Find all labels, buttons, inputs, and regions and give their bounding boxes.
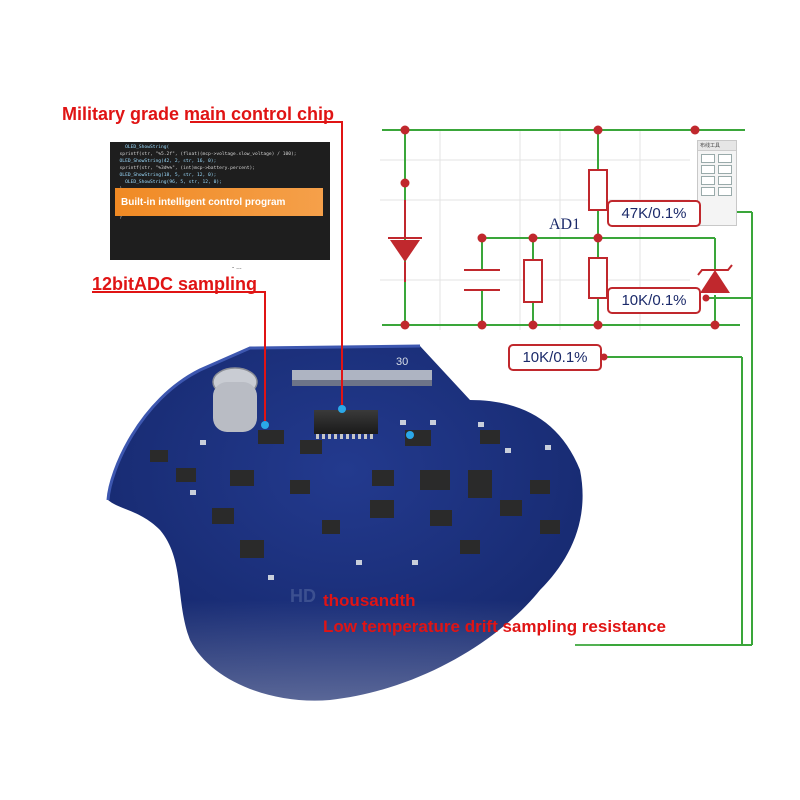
leader-lines (92, 121, 343, 421)
code-line: OLED_ShowString(42, 2, str, 16, 0); (114, 159, 217, 164)
callout-main-control-chip: Military grade main control chip (62, 104, 335, 124)
callout-resistor-line1: thousandth (323, 591, 416, 610)
silkscreen-number: 30 (396, 356, 409, 368)
schematic-junctions (400, 125, 720, 361)
adc-pad-marker (261, 421, 269, 429)
code-line: } (114, 215, 123, 220)
code-line: sprintf(str, "%5.2f", (float)(mcp->volta… (114, 152, 297, 157)
resistor-value-47k: 47K/0.1% (607, 200, 701, 227)
code-line: sprintf(str, "%3d%%", (int)mcp->battery.… (114, 166, 256, 171)
callout-resistor-line2: Low temperature drift sampling resistanc… (323, 617, 666, 636)
tool-palette[interactable]: 布线工具 (697, 140, 737, 226)
power-tool-icon[interactable] (718, 165, 732, 174)
code-banner: Built-in intelligent control program (115, 188, 323, 216)
resistor-pad-marker (406, 431, 414, 439)
junction-tool-icon[interactable] (701, 176, 715, 185)
main-control-chip (314, 410, 378, 439)
resistor-value-10k-lower: 10K/0.1% (508, 344, 602, 371)
schematic-capacitor (464, 269, 500, 291)
code-footer: - ... (232, 264, 242, 271)
bus-tool-icon[interactable] (718, 154, 732, 163)
pcb-board (100, 344, 600, 720)
resistor-value-10k-upper: 10K/0.1% (607, 287, 701, 314)
code-line: OLED_ShowString(18, 5, str, 12, 0); (114, 173, 217, 178)
silkscreen-logo: HD (290, 586, 316, 606)
schematic-diodes (388, 200, 733, 293)
net-label-ad1: AD1 (549, 216, 581, 233)
schematic-resistors (523, 169, 608, 303)
wire-tool-icon[interactable] (701, 154, 715, 163)
callout-adc-sampling: 12bitADC sampling (92, 274, 258, 294)
net-label-tool-icon[interactable] (701, 165, 715, 174)
chip-pad-marker (338, 405, 346, 413)
schematic (380, 125, 753, 646)
shape-tool-icon[interactable] (718, 187, 732, 196)
code-line: OLED_ShowString( (114, 145, 170, 150)
code-line: OLED_ShowString(96, 5, str, 12, 0); (114, 180, 222, 185)
port-tool-icon[interactable] (718, 176, 732, 185)
palette-title: 布线工具 (698, 141, 736, 151)
text-tool-icon[interactable] (701, 187, 715, 196)
